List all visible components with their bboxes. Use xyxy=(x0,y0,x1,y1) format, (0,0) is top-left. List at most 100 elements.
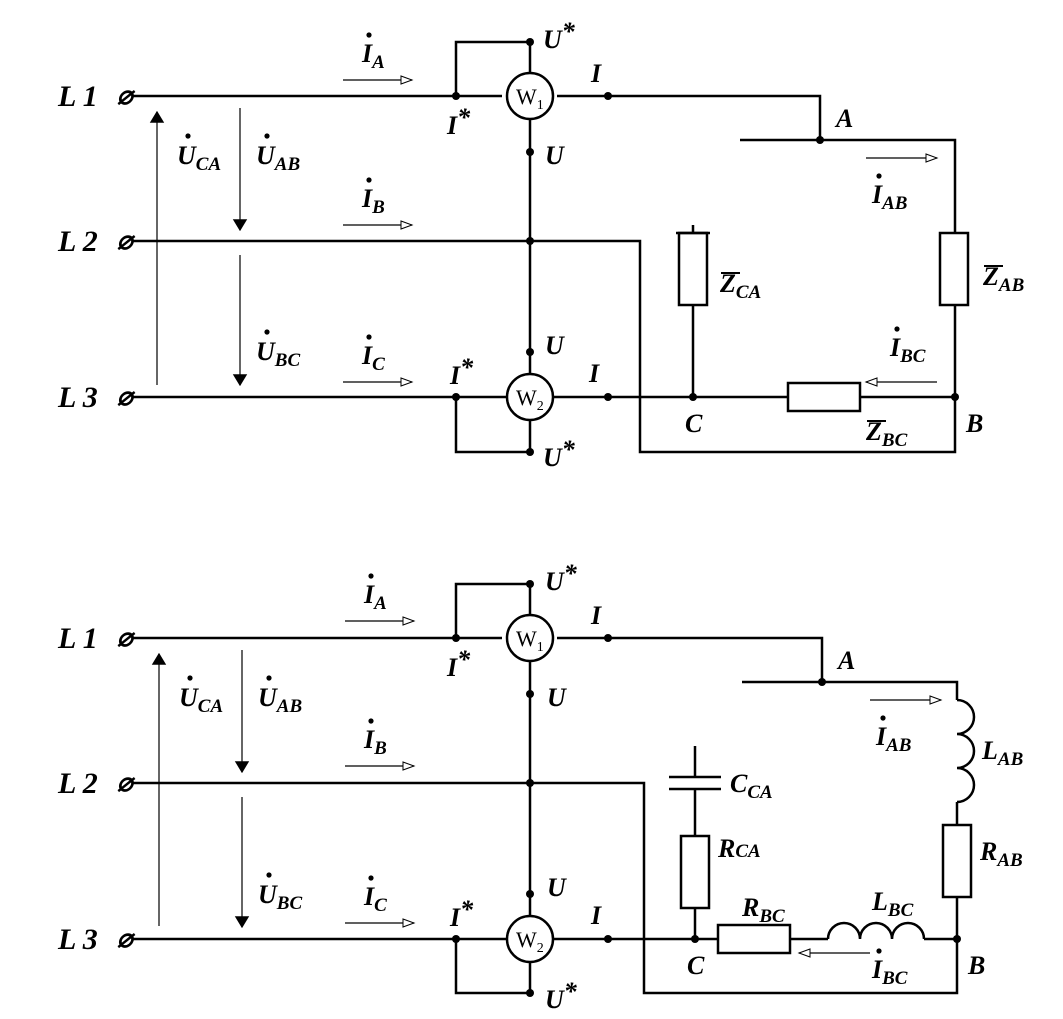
label-lbc: LBC xyxy=(871,887,914,921)
svg-text:W2: W2 xyxy=(516,927,544,956)
label-cca: CCA xyxy=(730,769,773,803)
svg-text:IC: IC xyxy=(361,341,385,375)
label-ib: IB xyxy=(361,177,385,218)
impedance-zab xyxy=(938,231,970,307)
impedance-zbc xyxy=(786,381,862,413)
label-ibc: IBC xyxy=(871,948,908,989)
node-a-label: A xyxy=(836,646,855,675)
svg-text:LAB: LAB xyxy=(981,736,1023,770)
node-a-label: A xyxy=(834,104,853,133)
line-l1-to-node-a xyxy=(557,636,824,682)
svg-text:U*: U* xyxy=(545,559,578,596)
wattmeter-w2: W2 xyxy=(505,914,555,964)
label-ia: IA xyxy=(361,32,385,73)
svg-text:IA: IA xyxy=(361,39,385,73)
terminal-symbol: ⌀ xyxy=(117,768,136,797)
svg-text:UBC: UBC xyxy=(256,337,300,371)
label-uab: UAB xyxy=(256,133,300,175)
label-uab: UAB xyxy=(258,675,302,717)
junction-dot xyxy=(526,989,534,997)
bottom-circuit: L 1 ⌀ L 2 ⌀ L 3 ⌀ W1 xyxy=(57,559,1023,1014)
label-ubc: UBC xyxy=(258,872,302,914)
label-ubc: UBC xyxy=(256,329,300,371)
node-a-to-zab xyxy=(740,138,957,233)
junction-dot xyxy=(526,348,534,356)
svg-text:I*: I* xyxy=(446,645,471,682)
terminal-symbol: ⌀ xyxy=(117,623,136,652)
label-ic: IC xyxy=(361,334,385,375)
w2-voltage-loop xyxy=(454,397,532,454)
zca-open-terminal xyxy=(676,225,710,235)
svg-text:W1: W1 xyxy=(516,84,544,113)
svg-text:U: U xyxy=(545,141,565,170)
svg-text:L 3: L 3 xyxy=(57,923,98,956)
svg-text:I*: I* xyxy=(446,103,471,140)
resistor-rbc xyxy=(716,923,792,955)
svg-text:I: I xyxy=(590,59,602,88)
svg-text:I*: I* xyxy=(449,353,474,390)
svg-text:IBC: IBC xyxy=(889,333,926,367)
junction-dot xyxy=(526,448,534,456)
junction-dot xyxy=(604,634,612,642)
w1-terminal-labels: U* I I* U xyxy=(446,559,602,712)
label-rbc: RBC xyxy=(741,893,785,927)
label-iab: IAB xyxy=(871,173,907,214)
terminal-l2: L 2 ⌀ xyxy=(57,767,136,800)
node-a-to-lab xyxy=(742,680,959,700)
terminal-symbol: ⌀ xyxy=(117,382,136,411)
svg-text:UCA: UCA xyxy=(177,141,221,175)
node-b-label: B xyxy=(967,951,985,980)
label-lab: LAB xyxy=(981,736,1023,770)
svg-text:IAB: IAB xyxy=(871,180,907,214)
junction-dot xyxy=(526,580,534,588)
svg-text:L 1: L 1 xyxy=(57,80,98,113)
resistor-rca xyxy=(679,834,711,910)
terminal-l1: L 1 ⌀ xyxy=(57,80,136,113)
svg-text:IAB: IAB xyxy=(875,722,911,756)
junction-dot xyxy=(526,38,534,46)
svg-text:I: I xyxy=(590,601,602,630)
svg-text:U*: U* xyxy=(543,435,576,472)
top-circuit: L 1 ⌀ L 2 ⌀ L 3 ⌀ W1 xyxy=(57,17,1024,472)
terminal-l2: L 2 ⌀ xyxy=(57,225,136,258)
svg-text:IB: IB xyxy=(363,725,387,759)
svg-text:L 2: L 2 xyxy=(57,225,98,258)
wattmeter-w1: W1 xyxy=(505,613,555,663)
svg-text:L 2: L 2 xyxy=(57,767,98,800)
junction-dot xyxy=(604,393,612,401)
svg-text:U: U xyxy=(547,873,567,902)
label-ic: IC xyxy=(363,875,387,916)
impedance-zca xyxy=(677,231,709,307)
svg-text:U: U xyxy=(545,331,565,360)
node-c-label: C xyxy=(687,951,705,980)
svg-text:ZBC: ZBC xyxy=(865,417,908,451)
w1-voltage-loop xyxy=(454,40,532,96)
svg-text:ZAB: ZAB xyxy=(982,262,1024,296)
svg-text:I*: I* xyxy=(449,895,474,932)
line-l1-to-node-a xyxy=(557,94,822,140)
svg-text:U*: U* xyxy=(545,977,578,1014)
node-b-label: B xyxy=(965,409,983,438)
label-zca: ZCA xyxy=(719,269,761,303)
resistor-rab xyxy=(941,823,973,899)
wattmeter-w2: W2 xyxy=(505,372,555,422)
terminal-l3: L 3 ⌀ xyxy=(57,381,136,414)
svg-text:CCA: CCA xyxy=(730,769,773,803)
junction-dot xyxy=(604,92,612,100)
label-zab: ZAB xyxy=(982,262,1024,296)
label-ibc: IBC xyxy=(889,326,926,367)
w2-terminal-labels: U I* I U* xyxy=(449,873,602,1014)
svg-text:IB: IB xyxy=(361,184,385,218)
svg-text:L 1: L 1 xyxy=(57,622,98,655)
svg-text:I: I xyxy=(588,359,600,388)
svg-text:LBC: LBC xyxy=(871,887,914,921)
svg-text:L 3: L 3 xyxy=(57,381,98,414)
w1-terminal-labels: U* I I* U xyxy=(446,17,602,170)
terminal-l3: L 3 ⌀ xyxy=(57,923,136,956)
w2-voltage-loop xyxy=(454,939,532,995)
svg-text:I: I xyxy=(590,901,602,930)
svg-text:RCA: RCA xyxy=(717,834,761,863)
label-uca: UCA xyxy=(177,133,221,175)
